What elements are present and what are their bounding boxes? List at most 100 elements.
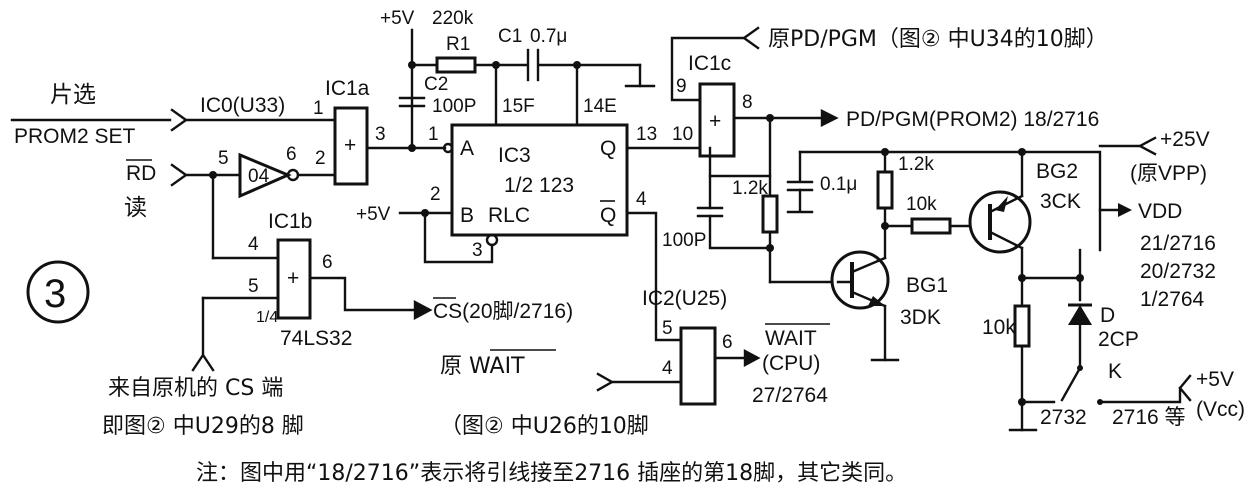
c2-label: C2 [424,74,448,95]
ic3-chip [450,123,629,237]
family-label: 74LS32 [280,327,352,350]
ic1a-pin3: 3 [375,124,386,145]
inverter-04 [238,152,292,199]
input-arrow-rd [170,163,189,187]
ic1b-pin6: 6 [322,252,333,273]
ic1a-symbol: + [344,134,356,157]
r1-value: 220k [432,8,474,29]
input-arrow-pdpgm [741,26,760,50]
bg2-collector [988,230,1024,250]
switch-2716-label: 2716 等 [1112,406,1186,429]
inverter-label: 04 [248,166,270,187]
ic3-pin3: 3 [472,240,483,261]
diode-type: 2CP [1098,328,1139,351]
r-10k-a-label: 10k [906,194,937,215]
figure-note: 注：图中用“18/2716”表示将引线接至2716 插座的第18脚，其它类同。 [196,461,907,486]
c1-value: 0.7μ [530,26,567,47]
ic3-label: IC3 [498,144,531,167]
diode-d [1068,305,1092,325]
pd-pgm-output-label: PD/PGM(PROM2) 18/2716 [846,108,1099,131]
resistor-1-2k-b [876,170,894,210]
ic1b-pin5: 5 [248,276,259,297]
pin15-label: 15F [502,96,535,117]
arrow-wait-out [743,348,761,368]
resistor-10k-a [910,217,952,235]
switch-label: K [1108,360,1122,383]
c-100p-label: 100P [662,230,706,251]
junction-10k-b [1018,274,1026,282]
ic1c-pin10: 10 [672,124,693,145]
r-1-2k-b-label: 1.2k [898,154,934,175]
r-10k-b-label: 10k [982,316,1016,339]
input-arrow-vpp [1137,136,1157,156]
wire-ic1b-cs [308,276,417,312]
wire-pin3-loop [423,211,494,264]
diode-label: D [1100,304,1115,327]
ic3-pin-a: A [460,137,474,160]
bg1-type: 3DK [900,306,941,329]
transistor-bg1 [830,250,890,310]
switch-blade [1060,366,1082,402]
prom2-set-label: PROM2 SET [14,125,136,148]
wire-100p-down [708,214,772,250]
family-frac: 1/4 [256,309,278,326]
arrow-pdpgm-out [820,109,839,127]
bg1-collector [850,256,887,274]
pin14-label: 14E [583,96,617,117]
c1-label: C1 [498,26,522,47]
orig-cs-line2: 即图② 中U29的8 脚 [102,414,304,439]
ic3-pin4: 4 [636,189,647,210]
wait-pin-label: 27/2764 [752,384,828,407]
figure-number-circle [26,260,90,324]
vcc-b-label: +5V [356,204,391,225]
bg1-label: BG1 [906,274,948,297]
ic2-label: IC2(U25) [642,287,727,310]
ic3-pin1: 1 [428,124,439,145]
ic1c-pin8: 8 [742,92,753,113]
ic3-pin3-bubble [485,233,499,247]
rd-cn-label: 读 [124,194,147,220]
wait-cpu-label: (CPU) [762,352,820,375]
ic1a-gate [333,106,369,186]
c2-value: 100P [432,96,476,117]
vdd-pin2: 20/2732 [1140,260,1216,283]
wire-qbar-ic2 [625,211,683,342]
ic3-pin-b: B [460,204,474,227]
ic1b-symbol: + [287,267,299,290]
ic1c-pin9: 9 [676,76,687,97]
bg2-type: 3CK [1040,190,1081,213]
vcc-top-label: +5V [380,8,415,29]
rd-label: RD [126,162,156,185]
figure-number: 3 [44,272,66,316]
ic1c-gate [698,82,736,158]
c-0-1u-label: 0.1μ [820,174,857,195]
ic3-pin13: 13 [636,124,657,145]
orig-wait-ref: （图② 中U26的10脚 [440,414,649,439]
ic1b-gate [276,238,312,320]
vcc-k-sub: (Vcc) [1196,398,1245,421]
ic3-pin-qbar: Q [600,204,616,227]
orig-cs-line1: 来自原机的 CS 端 [108,376,283,401]
ic2-pin6: 6 [722,332,733,353]
ic2-gate [679,326,717,406]
wire-vpp-rail [798,150,1102,252]
input-arrow-vcc-k [1178,374,1192,402]
arrow-vdd-out [1118,203,1132,217]
orig-pd-pgm-label: 原PD/PGM（图② 中U34的10脚） [768,27,1108,52]
ic1a-pin1: 1 [313,98,324,119]
bg2-label: BG2 [1036,160,1078,183]
orig-wait-label: 原 WAIT [440,354,525,379]
resistor-1-2k-a [761,194,779,234]
ic1c-label: IC1c [688,52,731,75]
vpp-label: +25V [1160,128,1210,151]
ic1a-pin2: 2 [315,148,326,169]
vpp-orig-label: (原VPP) [1130,162,1207,185]
ic1a-label: IC1a [325,77,370,100]
ic3-pin-q: Q [600,137,616,160]
vdd-pin1: 21/2716 [1140,232,1216,255]
ic2-pin5: 5 [662,318,673,339]
inverter-pin6: 6 [286,144,297,165]
chip-select-label: 片选 [50,81,96,107]
inverter-pin5: 5 [218,148,229,169]
